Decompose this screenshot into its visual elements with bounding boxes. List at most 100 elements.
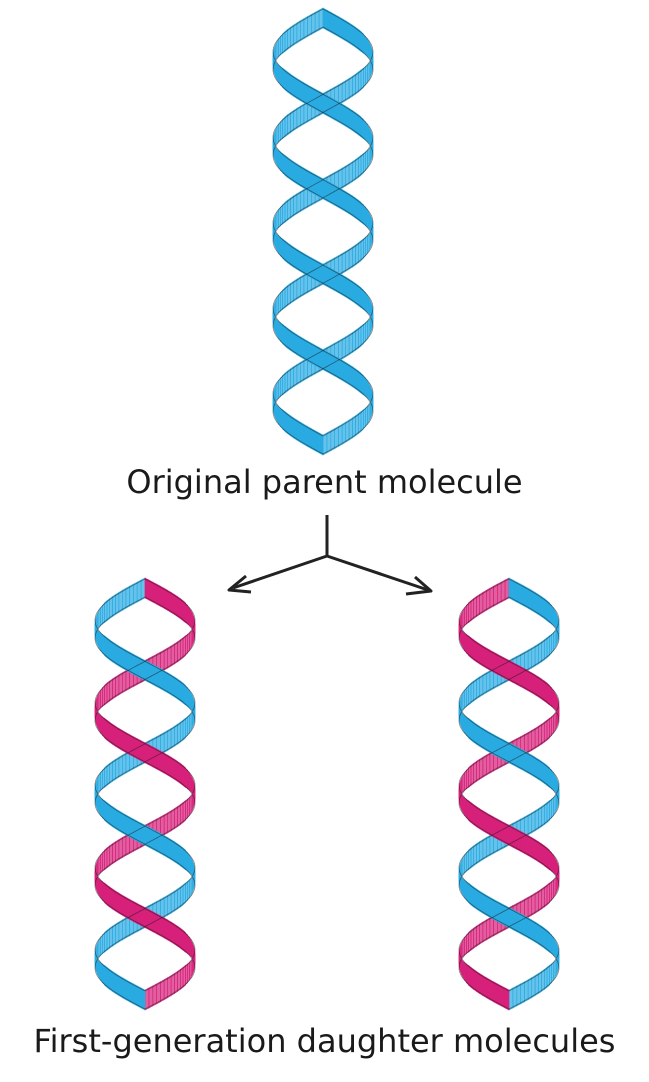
new-strand-segment	[486, 918, 490, 940]
parental-strand-segment	[116, 974, 119, 996]
parental-strand-segment	[338, 273, 342, 295]
parental-strand-segment	[486, 895, 490, 917]
parental-strand-segment	[130, 584, 134, 606]
parental-strand-segment	[501, 903, 505, 925]
new-strand-segment	[474, 761, 477, 783]
parental-strand-segment	[509, 578, 513, 600]
new-strand-segment	[171, 922, 174, 944]
new-strand-segment	[490, 586, 494, 608]
parental-strand-segment	[280, 291, 282, 311]
parental-strand-segment	[297, 277, 300, 299]
new-strand-segment	[119, 893, 122, 915]
new-strand-segment	[105, 883, 107, 905]
parental-strand-segment	[157, 831, 161, 853]
parental-strand-segment	[466, 686, 468, 707]
parental-strand-segment	[363, 291, 365, 311]
new-strand-segment	[471, 967, 474, 989]
parental-strand-segment	[342, 166, 346, 188]
parental-strand-segment	[349, 247, 352, 269]
new-strand-segment	[105, 718, 107, 740]
new-strand-segment	[494, 982, 498, 1004]
parental-strand-segment	[363, 152, 365, 172]
parental-strand-segment	[349, 279, 352, 301]
parental-strand-segment	[315, 345, 319, 367]
parental-strand-segment	[547, 930, 549, 952]
new-strand-segment	[180, 967, 183, 989]
parental-strand-segment	[517, 912, 521, 934]
parental-strand-segment	[283, 239, 285, 261]
parental-strand-segment	[528, 978, 532, 1000]
parental-strand-segment	[355, 283, 358, 305]
parental-strand-segment	[361, 68, 363, 90]
parental-strand-segment	[549, 768, 551, 789]
parental-strand-segment	[535, 922, 538, 944]
parental-strand-segment	[338, 17, 342, 39]
new-strand-segment	[466, 634, 468, 655]
new-strand-segment	[174, 594, 177, 616]
split-arrows	[229, 515, 431, 594]
new-strand-segment	[547, 883, 549, 905]
parental-strand-segment	[352, 330, 355, 352]
parental-strand-segment	[363, 323, 365, 343]
parental-strand-segment	[291, 416, 294, 438]
new-strand-segment	[180, 928, 183, 950]
parental-strand-segment	[280, 408, 282, 428]
parental-strand-segment	[116, 644, 119, 666]
parental-strand-segment	[113, 759, 116, 781]
new-strand-segment	[547, 718, 549, 740]
parental-strand-segment	[483, 893, 486, 915]
parental-strand-segment	[544, 599, 547, 621]
parental-strand-segment	[280, 120, 282, 140]
parental-strand-segment	[130, 817, 134, 839]
parental-strand-segment	[477, 889, 480, 911]
parental-strand-segment	[308, 14, 312, 36]
new-strand-segment	[505, 578, 509, 600]
parental-strand-segment	[304, 273, 308, 295]
parental-strand-segment	[535, 644, 538, 666]
new-strand-segment	[133, 737, 137, 759]
new-strand-segment	[185, 603, 187, 624]
new-strand-segment	[501, 656, 505, 678]
parental-strand-segment	[335, 100, 339, 122]
parental-strand-segment	[486, 730, 490, 752]
new-strand-segment	[183, 930, 185, 952]
new-strand-segment	[477, 642, 480, 664]
parental-strand-segment	[549, 799, 551, 820]
parental-strand-segment	[294, 76, 297, 98]
new-strand-segment	[185, 634, 187, 655]
parental-strand-segment	[355, 243, 358, 265]
arrow-left-shaft	[233, 556, 327, 588]
parental-strand-segment	[541, 969, 544, 991]
parental-strand-segment	[497, 737, 501, 759]
new-strand-segment	[483, 646, 486, 668]
parental-strand-segment	[544, 638, 547, 660]
parental-strand-segment	[346, 277, 349, 299]
new-strand-segment	[122, 836, 126, 858]
new-strand-segment	[483, 590, 486, 612]
new-strand-segment	[477, 807, 480, 829]
parental-strand-segment	[327, 96, 331, 118]
new-strand-segment	[122, 730, 126, 752]
parental-strand-segment	[323, 8, 327, 30]
parental-strand-segment	[469, 718, 471, 740]
parental-strand-segment	[304, 102, 308, 124]
new-strand-segment	[474, 805, 477, 827]
parental-strand-segment	[538, 924, 541, 946]
parental-strand-segment	[349, 76, 352, 98]
parental-strand-segment	[300, 189, 304, 211]
new-strand-segment	[544, 885, 547, 907]
parental-strand-segment	[331, 98, 335, 120]
parental-strand-segment	[105, 766, 107, 788]
parental-strand-segment	[283, 410, 285, 432]
new-strand-segment	[501, 821, 505, 843]
parental-strand-segment	[352, 367, 355, 389]
parental-strand-segment	[517, 747, 521, 769]
new-strand-segment	[137, 903, 141, 925]
parental-strand-segment	[474, 679, 477, 701]
parental-strand-segment	[471, 846, 474, 868]
parental-strand-segment	[342, 104, 346, 126]
parental-strand-segment	[291, 330, 294, 352]
new-strand-segment	[107, 846, 110, 868]
new-strand-segment	[521, 831, 525, 853]
parental-strand-segment	[477, 842, 480, 864]
